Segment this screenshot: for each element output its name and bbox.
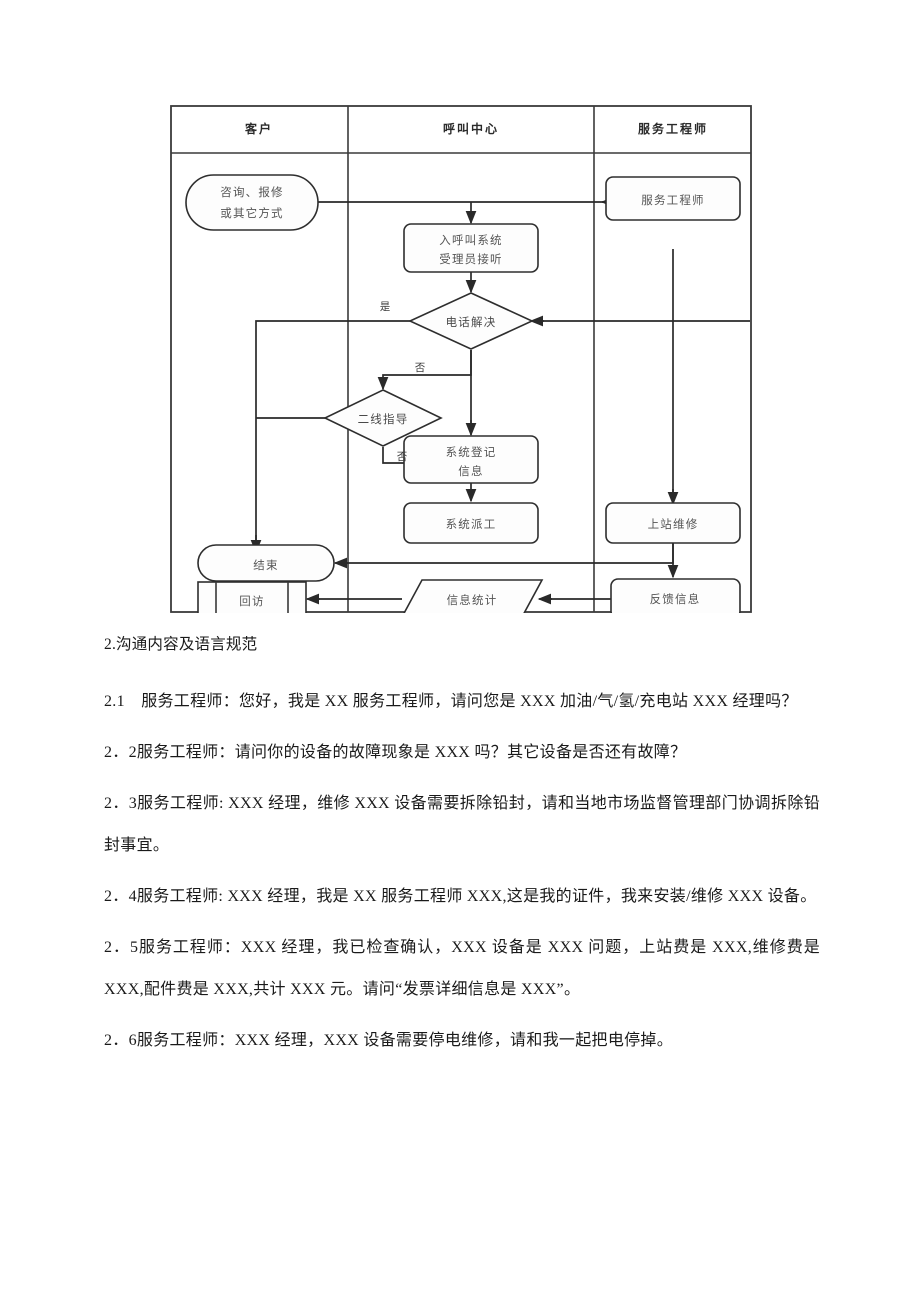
paragraph-2-5: 2．5服务工程师：XXX 经理，我已检查确认，XXX 设备是 XXX 问题，上站… [104, 938, 820, 998]
document-body: 2.沟通内容及语言规范 2.1 服务工程师：您好，我是 XX 服务工程师，请问您… [104, 636, 820, 1071]
node-engineer-label: 服务工程师 [641, 193, 705, 207]
node-inquiry-label-line2: 或其它方式 [220, 206, 284, 220]
node-phone-resolve: 电话解决 [408, 292, 534, 350]
node-onsite-repair: 上站维修 [605, 502, 741, 544]
section-heading: 2.沟通内容及语言规范 [104, 636, 258, 653]
node-stats: 信息统计 [403, 579, 544, 613]
node-stats-label: 信息统计 [447, 593, 498, 607]
node-intake: 入呼叫系统 受理员接听 [403, 223, 539, 273]
edge-label-yes-phone: 是 [380, 301, 391, 313]
node-intake-label-line2: 受理员接听 [439, 253, 503, 266]
node-end: 结束 [197, 544, 335, 582]
node-register: 系统登记 信息 [403, 435, 539, 484]
node-second-line: 二线指导 [323, 389, 443, 447]
node-second-line-label: 二线指导 [358, 412, 409, 426]
paragraph-2-2: 2．2服务工程师：请问你的设备的故障现象是 XXX 吗？其它设备是否还有故障？ [104, 743, 687, 761]
node-dispatch: 系统派工 [403, 502, 539, 544]
node-intake-label-line1: 入呼叫系统 [439, 234, 503, 247]
edge-phone-yes-path [255, 320, 413, 549]
edge-label-no-secondline: 否 [397, 451, 408, 463]
node-revisit: 回访 [197, 581, 307, 613]
service-process-flowchart: 客户 呼叫中心 服务工程师 [170, 105, 752, 613]
node-register-label-line2: 信息 [458, 464, 483, 478]
node-register-label-line1: 系统登记 [446, 445, 497, 459]
paragraph-2-4: 2．4服务工程师: XXX 经理，我是 XX 服务工程师 XXX,这是我的证件，… [104, 887, 817, 905]
paragraph-2-3: 2．3服务工程师: XXX 经理，维修 XXX 设备需要拆除铅封，请和当地市场监… [104, 794, 820, 854]
node-end-label: 结束 [253, 559, 278, 572]
lane-title-engineer: 服务工程师 [638, 121, 708, 136]
lane-title-customer: 客户 [244, 121, 273, 136]
lane-title-call-center: 呼叫中心 [443, 121, 499, 136]
edge-label-no-phone: 否 [415, 362, 426, 374]
paragraph-2-1: 2.1 服务工程师：您好，我是 XX 服务工程师，请问您是 XXX 加油/气/氢… [104, 692, 798, 710]
edge-phone-no-path [382, 350, 472, 386]
node-inquiry: 咨询、报修 或其它方式 [185, 174, 319, 231]
paragraph-2-6: 2．6服务工程师：XXX 经理，XXX 设备需要停电维修，请和我一起把电停掉。 [104, 1031, 674, 1049]
node-inquiry-label-line1: 咨询、报修 [220, 185, 284, 199]
node-feedback-label: 反馈信息 [650, 592, 701, 606]
node-feedback: 反馈信息 [610, 578, 741, 613]
node-onsite-repair-label: 上站维修 [648, 517, 699, 531]
node-phone-resolve-label: 电话解决 [446, 315, 497, 329]
node-dispatch-label: 系统派工 [446, 518, 497, 531]
node-engineer: 服务工程师 [605, 176, 741, 221]
node-revisit-label: 回访 [239, 595, 264, 608]
